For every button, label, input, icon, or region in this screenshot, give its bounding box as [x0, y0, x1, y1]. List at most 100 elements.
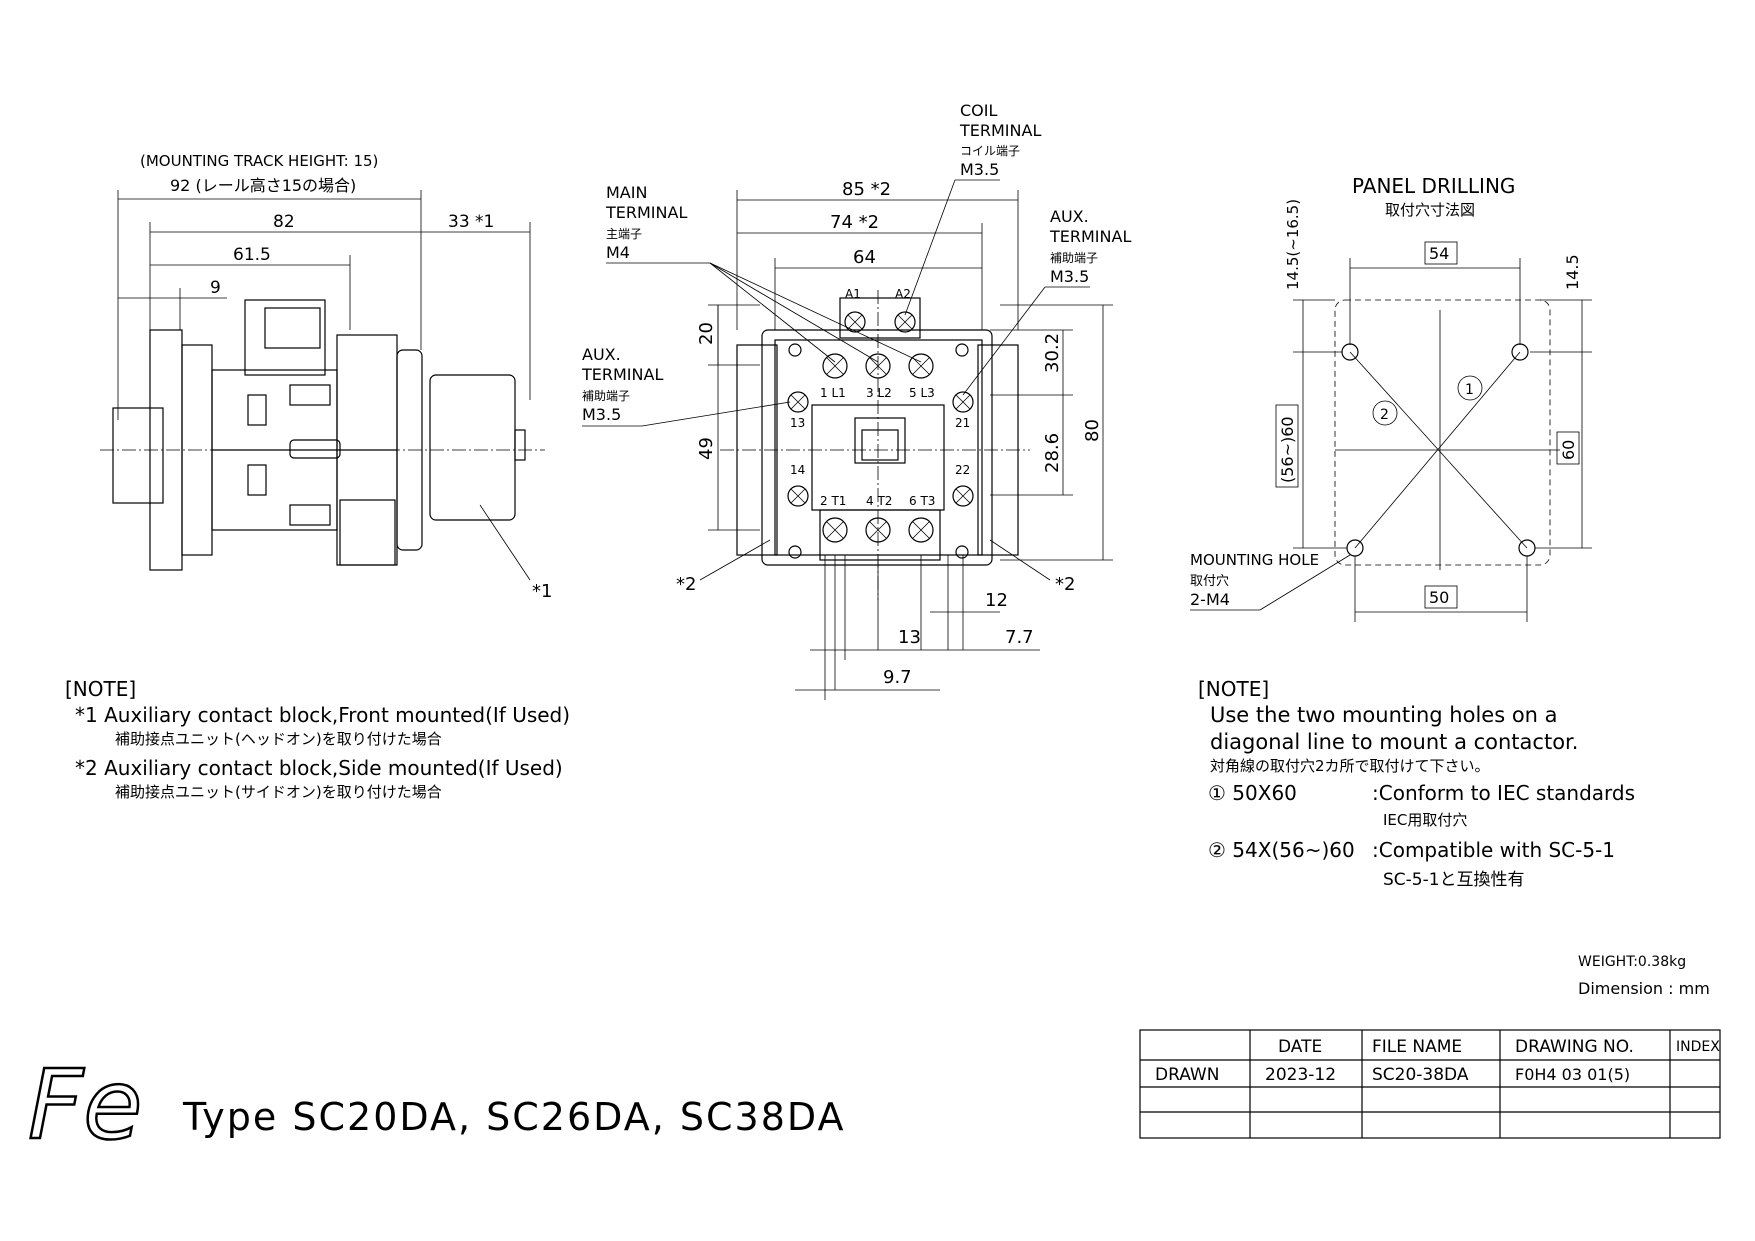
row-drawn-label: DRAWN	[1155, 1065, 1219, 1085]
track-height-note: (MOUNTING TRACK HEIGHT: 15)	[140, 152, 378, 170]
svg-text::Conform to IEC standards: :Conform to IEC standards	[1372, 781, 1635, 805]
label-a1: A1	[845, 287, 861, 301]
main-terminal-callout: MAIN TERMINAL 主端子 M4	[605, 183, 922, 363]
weight-label: WEIGHT:0.38kg	[1578, 954, 1686, 970]
svg-text::Compatible with SC-5-1: :Compatible with SC-5-1	[1372, 838, 1615, 862]
header-date: DATE	[1278, 1037, 1322, 1057]
svg-text:[NOTE]: [NOTE]	[1198, 677, 1269, 701]
svg-text:コイル端子: コイル端子	[960, 144, 1020, 158]
front-view-body	[720, 290, 1030, 600]
svg-text:主端子: 主端子	[606, 227, 642, 241]
svg-text:M3.5: M3.5	[1050, 267, 1089, 286]
dim-7-7: 7.7	[1005, 627, 1034, 648]
dim-74: 74 *2	[830, 212, 879, 233]
svg-text:補助接点ユニット(サイドオン)を取り付けた場合: 補助接点ユニット(サイドオン)を取り付けた場合	[115, 783, 442, 801]
svg-text:diagonal line to mount a conta: diagonal line to mount a contactor.	[1210, 730, 1578, 754]
svg-text:*1 Auxiliary contact block,Fr: *1 Auxiliary contact block,Front mounted…	[75, 703, 570, 727]
header-file-name: FILE NAME	[1372, 1037, 1462, 1057]
label-13: 13	[790, 416, 805, 430]
dim-28-6: 28.6	[1042, 433, 1063, 473]
svg-text:COIL: COIL	[960, 101, 997, 120]
panel-drilling-title-jp: 取付穴寸法図	[1385, 201, 1475, 219]
svg-text:補助端子: 補助端子	[1050, 251, 1098, 265]
ref-2-right: *2	[1055, 574, 1075, 595]
svg-text:MAIN: MAIN	[606, 183, 647, 202]
dim-14-5-left: 14.5(~16.5)	[1284, 199, 1302, 290]
note-right: [NOTE] Use the two mounting holes on a d…	[1198, 677, 1635, 890]
terminal-screws	[787, 311, 974, 559]
dim-60: 60	[1559, 440, 1578, 460]
panel-drilling-title: PANEL DRILLING	[1352, 174, 1515, 198]
label-22: 22	[955, 463, 970, 477]
aux-terminal-left-callout: AUX. TERMINAL 補助端子 M3.5	[581, 345, 791, 427]
svg-text:補助端子: 補助端子	[582, 389, 630, 403]
note-left: [NOTE] *1 Auxiliary contact block,Front …	[65, 677, 570, 801]
label-l1: 1 L1	[820, 386, 846, 400]
dim-61-5: 61.5	[233, 245, 271, 265]
dim-64: 64	[853, 247, 876, 268]
label-21: 21	[955, 416, 970, 430]
dim-54: 54	[1429, 244, 1449, 263]
svg-text:*2 Auxiliary contact block,Si: *2 Auxiliary contact block,Side mounted(…	[75, 756, 563, 780]
mounting-hole-size: 2-M4	[1190, 590, 1230, 609]
svg-text:① 50X60: ① 50X60	[1208, 781, 1297, 805]
side-view-body	[100, 299, 545, 571]
dim-13: 13	[898, 627, 921, 648]
row-drawn-date: 2023-12	[1265, 1065, 1336, 1085]
header-drawing-no: DRAWING NO.	[1515, 1037, 1634, 1057]
svg-text:TERMINAL: TERMINAL	[1049, 227, 1131, 246]
label-14: 14	[790, 463, 805, 477]
row-drawn-drawing-no: F0H4 03 01(5)	[1515, 1065, 1630, 1084]
svg-text:② 54X(56~)60: ② 54X(56~)60	[1208, 838, 1355, 862]
dim-33: 33 *1	[448, 212, 494, 232]
svg-text:[NOTE]: [NOTE]	[65, 677, 136, 701]
svg-text:M3.5: M3.5	[582, 405, 621, 424]
svg-text:対角線の取付穴2カ所で取付けて下さい。: 対角線の取付穴2カ所で取付けて下さい。	[1210, 757, 1490, 775]
aux-terminal-right-callout: AUX. TERMINAL 補助端子 M3.5	[962, 207, 1131, 396]
dim-92-label: 92 (レール高さ15の場合)	[170, 176, 356, 195]
row-drawn-file: SC20-38DA	[1372, 1065, 1469, 1085]
label-l2: 3 L2	[866, 386, 892, 400]
dim-20: 20	[696, 322, 717, 345]
label-t1: 2 T1	[820, 494, 846, 508]
svg-text:TERMINAL: TERMINAL	[959, 121, 1041, 140]
dim-30-2: 30.2	[1042, 333, 1063, 373]
title-block: DATE FILE NAME DRAWING NO. INDEX DRAWN 2…	[1139, 1029, 1721, 1139]
type-title: Type SC20DA, SC26DA, SC38DA	[182, 1095, 845, 1139]
label-l3: 5 L3	[909, 386, 935, 400]
header-index: INDEX	[1676, 1039, 1720, 1055]
dim-9: 9	[210, 278, 221, 298]
svg-text:IEC用取付穴: IEC用取付穴	[1383, 811, 1467, 829]
label-t3: 6 T3	[909, 494, 935, 508]
dim-80: 80	[1082, 419, 1103, 442]
dim-12: 12	[985, 590, 1008, 611]
dim-14-5-right: 14.5	[1563, 254, 1582, 290]
svg-text:Use the two mounting holes on: Use the two mounting holes on a	[1210, 703, 1558, 727]
dim-50: 50	[1429, 588, 1449, 607]
svg-text:AUX.: AUX.	[582, 345, 621, 364]
svg-text:M3.5: M3.5	[960, 160, 999, 179]
ref-1: *1	[532, 581, 552, 602]
svg-text:TERMINAL: TERMINAL	[605, 203, 687, 222]
dim-49: 49	[696, 437, 717, 460]
coil-terminal-callout: COIL TERMINAL コイル端子 M3.5	[904, 101, 1041, 316]
label-t2: 4 T2	[866, 494, 892, 508]
front-view: 85 *2 74 *2 64 20 49 30.2 28.6 80	[581, 101, 1131, 700]
svg-text:M4: M4	[606, 243, 630, 262]
svg-text:SC-5-1と互換性有: SC-5-1と互換性有	[1383, 870, 1525, 890]
panel-drilling: PANEL DRILLING 取付穴寸法図 2 1 54 50	[1190, 174, 1592, 622]
side-view: (MOUNTING TRACK HEIGHT: 15) 92 (レール高さ15の…	[100, 152, 552, 602]
fe-logo: Fe	[27, 1048, 144, 1163]
svg-text:補助接点ユニット(ヘッドオン)を取り付けた場合: 補助接点ユニット(ヘッドオン)を取り付けた場合	[115, 730, 442, 748]
dim-82: 82	[273, 212, 295, 232]
dim-56-60: (56~)60	[1278, 416, 1297, 483]
circle-1-label: 1	[1465, 382, 1474, 398]
ref-2-left: *2	[676, 574, 696, 595]
circle-2-label: 2	[1380, 407, 1389, 423]
dimension-unit-label: Dimension : mm	[1578, 979, 1710, 998]
mounting-hole-label-jp: 取付穴	[1190, 574, 1229, 589]
label-a2: A2	[895, 287, 911, 301]
svg-text:TERMINAL: TERMINAL	[581, 365, 663, 384]
dim-85: 85 *2	[842, 179, 891, 200]
